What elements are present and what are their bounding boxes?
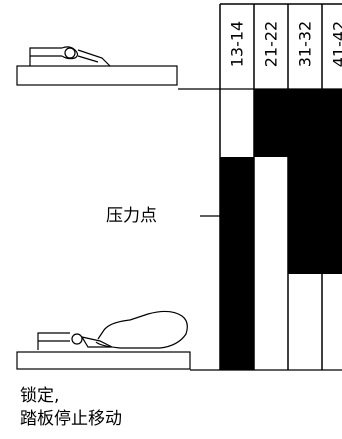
pressure-point-label: 压力点 (106, 206, 157, 226)
column-header-31-32: 31-32 (295, 20, 315, 68)
column-header-21-22: 21-22 (261, 20, 281, 68)
position-lines (178, 88, 342, 371)
column-header-41-42: 41-42 (329, 20, 342, 68)
pedal-pressed-illustration (16, 310, 191, 370)
bar-col1 (220, 157, 254, 370)
locked-label-line2: 踏板停止移动 (20, 409, 122, 429)
timing-bars (220, 89, 342, 370)
locked-label-line1: 锁定, (20, 386, 60, 406)
bar-col3 (288, 89, 322, 274)
bar-col2 (254, 89, 288, 157)
bar-col4 (322, 89, 342, 274)
pedal-at-rest-illustration (16, 46, 178, 86)
column-header-13-14: 13-14 (227, 20, 247, 68)
